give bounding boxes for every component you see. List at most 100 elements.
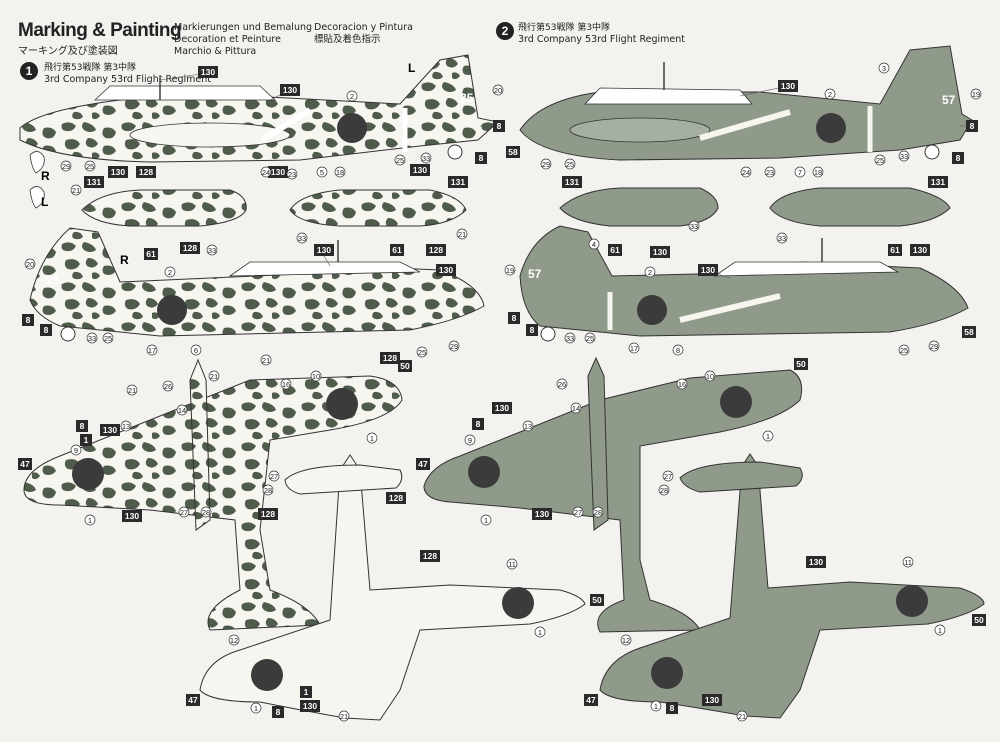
circled-callouts: 2 20 29 25 24 23 5 18 25 33 21 33 33 21 … (24, 62, 982, 722)
callout-num-25: 25 (418, 348, 426, 357)
callout-box-128: 128 (389, 493, 403, 503)
svg-text:L: L (41, 195, 48, 209)
callout-num-21: 21 (458, 230, 466, 239)
callout-box-128: 128 (383, 353, 397, 363)
callout-num-10: 10 (706, 372, 714, 381)
boxed-callouts: 130 130 8 8 130 128 131 130 130 131 61 1… (18, 66, 986, 718)
scheme-2-badge: 2 (496, 22, 514, 40)
callout-num-25: 25 (566, 160, 574, 169)
rudder-detail-icons: R L (29, 151, 50, 209)
callout-box-130: 130 (913, 245, 927, 255)
side-letters: L R 25 25 (46, 61, 474, 287)
callout-box-130: 130 (111, 167, 125, 177)
callout-box-47: 47 (20, 459, 30, 469)
callout-num-33: 33 (690, 222, 698, 231)
callout-box-130: 130 (535, 509, 549, 519)
scheme-1-bottom-view (199, 454, 586, 721)
callout-box-47: 47 (418, 459, 428, 469)
callout-num-12: 12 (622, 636, 630, 645)
callout-num-5: 5 (320, 168, 324, 177)
callout-num-29: 29 (450, 342, 458, 351)
callout-box-130: 130 (103, 425, 117, 435)
callout-num-21: 21 (72, 186, 80, 195)
tail-code-scheme-1-right: 25 (46, 273, 60, 287)
scheme-1-badge: 1 (20, 62, 38, 80)
scheme-1-top-view (23, 358, 403, 631)
callout-box-8: 8 (44, 325, 49, 335)
callout-num-13: 13 (122, 422, 130, 431)
callout-num-25: 25 (586, 334, 594, 343)
callout-box-61: 61 (146, 249, 156, 259)
scheme-2-bottom-view (599, 453, 985, 719)
callout-num-28: 28 (594, 508, 602, 517)
scheme-2-unit-jp: 飛行第53戦隊 第3中隊 (518, 23, 611, 33)
right-side-letter: R (120, 253, 129, 267)
callout-num-33: 33 (422, 154, 430, 163)
callout-box-131: 131 (565, 177, 579, 187)
heading-it: Marchio & Pittura (174, 46, 257, 57)
callout-box-130: 130 (271, 167, 285, 177)
tail-code-scheme-1-left: 25 (460, 91, 474, 105)
svg-text:R: R (41, 169, 50, 183)
callout-num-23: 23 (288, 170, 296, 179)
callout-box-130: 130 (495, 403, 509, 413)
callout-box-130: 130 (125, 511, 139, 521)
callout-box-128: 128 (429, 245, 443, 255)
callout-num-33: 33 (298, 234, 306, 243)
callout-num-25: 25 (104, 334, 112, 343)
callout-num-14: 14 (178, 406, 186, 415)
callout-num-1: 1 (254, 704, 258, 713)
callout-box-47: 47 (188, 695, 198, 705)
callout-num-29: 29 (930, 342, 938, 351)
callout-box-128: 128 (423, 551, 437, 561)
scheme-2-unit-en: 3rd Company 53rd Flight Regiment (518, 34, 685, 45)
callout-box-130: 130 (809, 557, 823, 567)
callout-box-130: 130 (283, 85, 297, 95)
callout-num-20: 20 (26, 260, 34, 269)
callout-num-11: 11 (508, 560, 516, 569)
scheme-1-caption: 飛行第53戦隊 第3中隊 3rd Company 53rd Flight Reg… (44, 62, 211, 86)
callout-box-58: 58 (508, 147, 518, 157)
callout-num-27: 27 (180, 508, 188, 517)
scheme-1-nacelles (81, 189, 467, 227)
callout-box-50: 50 (974, 615, 984, 625)
callout-num-27: 27 (270, 472, 278, 481)
callout-num-33: 33 (778, 234, 786, 243)
callout-box-130: 130 (701, 265, 715, 275)
callout-num-21: 21 (738, 712, 746, 721)
callout-num-28: 28 (264, 486, 272, 495)
callout-num-9: 9 (468, 436, 472, 445)
callout-box-50: 50 (796, 359, 806, 369)
callout-num-1: 1 (370, 434, 374, 443)
page-title: Marking & Painting (18, 20, 182, 41)
callout-box-8: 8 (956, 153, 961, 163)
callout-box-8: 8 (530, 325, 535, 335)
callout-box-8: 8 (512, 313, 517, 323)
callout-num-8: 8 (676, 346, 680, 355)
callout-num-1: 1 (938, 626, 942, 635)
callout-num-33: 33 (900, 152, 908, 161)
page-subtitle-jp: マーキング及び塗装図 (18, 46, 118, 57)
callout-num-17: 17 (630, 344, 638, 353)
callout-box-130: 130 (781, 81, 795, 91)
callout-num-21: 21 (262, 356, 270, 365)
scheme-2-caption: 飛行第53戦隊 第3中隊 3rd Company 53rd Flight Reg… (518, 22, 685, 46)
heading-es: Decoracion y Pintura (314, 22, 413, 33)
callout-num-29: 29 (542, 160, 550, 169)
callout-num-13: 13 (524, 422, 532, 431)
callout-num-2: 2 (648, 268, 652, 277)
callout-box-130: 130 (653, 247, 667, 257)
callout-box-8: 8 (476, 419, 481, 429)
callout-num-14: 14 (572, 404, 580, 413)
callout-num-20: 20 (494, 86, 502, 95)
scheme-2-top-view (423, 356, 803, 633)
callout-num-2: 2 (828, 90, 832, 99)
callout-box-130: 130 (705, 695, 719, 705)
callout-num-24: 24 (262, 168, 270, 177)
callout-box-47: 47 (586, 695, 596, 705)
callout-num-16: 16 (678, 380, 686, 389)
callout-num-33: 33 (208, 246, 216, 255)
scheme-1-left-profile (19, 54, 500, 163)
callout-num-25: 25 (396, 156, 404, 165)
